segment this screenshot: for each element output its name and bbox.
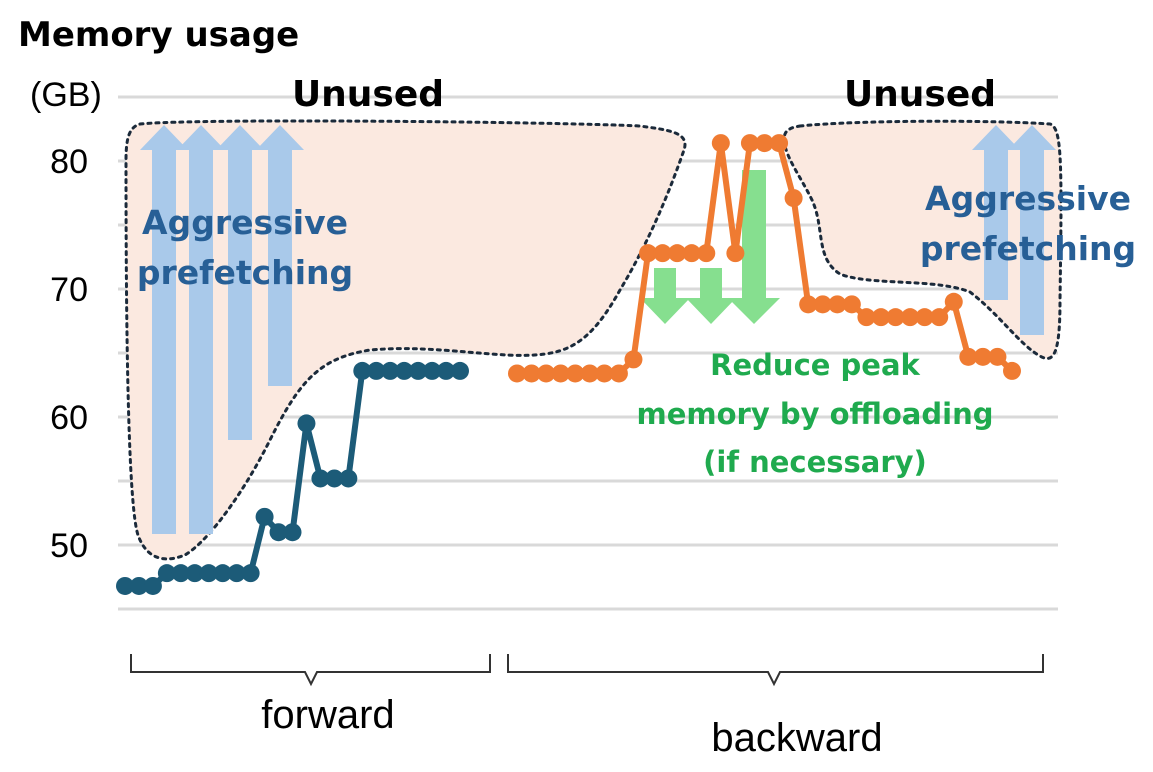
backward-data-point — [886, 308, 905, 327]
forward-data-point — [129, 576, 148, 595]
prefetch-arrows-left — [140, 125, 304, 534]
backward-data-point — [740, 134, 759, 153]
forward-data-point — [185, 564, 204, 583]
backward-data-point — [842, 295, 861, 314]
forward-data-point — [311, 469, 330, 488]
forward-data-point — [339, 469, 358, 488]
forward-data-point — [409, 361, 428, 380]
unused-region-left — [124, 119, 687, 561]
offload-arrows — [640, 170, 780, 324]
prefetch-arrow-1 — [140, 125, 188, 534]
backward-label: backward — [711, 716, 882, 760]
forward-data-point — [283, 523, 302, 542]
backward-data-point — [697, 244, 716, 263]
offload-arrow-2 — [686, 268, 736, 324]
prefetch-label-right-line2: prefetching — [920, 229, 1136, 268]
series-layer — [116, 134, 1021, 595]
backward-data-point — [537, 364, 556, 383]
y-tick-label: 80 — [50, 143, 88, 181]
offload-label-line1: Reduce peak — [710, 348, 920, 382]
backward-brace — [507, 654, 1044, 687]
backward-data-point — [595, 364, 614, 383]
forward-data-point — [367, 361, 386, 380]
backward-data-point — [944, 292, 963, 311]
offload-label-line2: memory by offloading — [637, 397, 994, 431]
backward-data-point — [624, 350, 643, 369]
offload-arrow-3 — [728, 170, 780, 324]
backward-data-point — [784, 189, 803, 208]
forward-data-point — [157, 564, 176, 583]
backward-data-point — [915, 308, 934, 327]
forward-data-point — [423, 361, 442, 380]
backward-data-point — [566, 364, 585, 383]
forward-data-point — [395, 361, 414, 380]
offload-arrow-1 — [640, 268, 690, 324]
backward-data-point — [668, 244, 687, 263]
backward-data-point — [973, 347, 992, 366]
prefetch-label-left-line1: Aggressive — [142, 203, 348, 242]
prefetch-arrow-2 — [177, 125, 225, 534]
backward-data-point — [959, 347, 978, 366]
forward-data-point — [227, 564, 246, 583]
forward-data-point — [353, 361, 372, 380]
y-tick-label: 50 — [50, 527, 88, 565]
unused-label-left: Unused — [292, 74, 444, 115]
forward-data-point — [451, 361, 469, 380]
y-tick-label: 60 — [50, 399, 88, 437]
backward-data-point — [857, 308, 876, 327]
backward-data-point — [1003, 361, 1021, 380]
chart-title: Memory usage — [18, 15, 299, 55]
backward-data-point — [508, 364, 526, 383]
forward-data-point — [255, 507, 274, 526]
backward-data-point — [726, 244, 745, 263]
prefetch-arrow-3 — [216, 125, 264, 440]
prefetch-label-left-line2: prefetching — [137, 253, 353, 292]
prefetch-label-right-line1: Aggressive — [925, 179, 1131, 218]
unused-label-right: Unused — [844, 74, 996, 115]
forward-data-point — [116, 576, 134, 595]
backward-data-point — [711, 134, 730, 153]
backward-data-point — [639, 244, 658, 263]
backward-data-point — [930, 308, 949, 327]
y-tick-label: 70 — [50, 271, 88, 309]
prefetch-arrow-4 — [256, 125, 304, 386]
forward-label: forward — [261, 693, 394, 737]
forward-data-point — [297, 414, 316, 433]
backward-data-point — [871, 308, 890, 327]
backward-data-point — [609, 364, 628, 383]
y-tick-labels: 50 60 70 80 — [50, 143, 88, 565]
forward-brace — [130, 654, 491, 687]
y-axis-unit-label: (GB) — [30, 76, 102, 114]
prefetch-arrow-5 — [972, 125, 1020, 300]
forward-data-point — [381, 361, 400, 380]
forward-data-point — [241, 564, 260, 583]
prefetch-arrow-6 — [1008, 125, 1056, 335]
backward-data-point — [770, 134, 789, 153]
offload-label-line3: (if necessary) — [703, 445, 927, 479]
forward-data-point — [325, 469, 344, 488]
prefetch-arrows-right — [972, 125, 1056, 335]
backward-data-point — [755, 134, 774, 153]
forward-data-point — [213, 564, 232, 583]
backward-data-point — [682, 244, 701, 263]
backward-data-point — [522, 364, 541, 383]
backward-data-point — [799, 295, 818, 314]
backward-data-point — [551, 364, 570, 383]
backward-data-point — [828, 295, 847, 314]
forward-data-point — [199, 564, 218, 583]
forward-data-point — [143, 576, 162, 595]
forward-data-point — [269, 523, 288, 542]
backward-data-point — [653, 244, 672, 263]
backward-data-point — [901, 308, 920, 327]
backward-data-point — [988, 347, 1007, 366]
backward-data-point — [813, 295, 832, 314]
forward-data-point — [171, 564, 190, 583]
forward-data-point — [437, 361, 456, 380]
backward-data-point — [580, 364, 599, 383]
